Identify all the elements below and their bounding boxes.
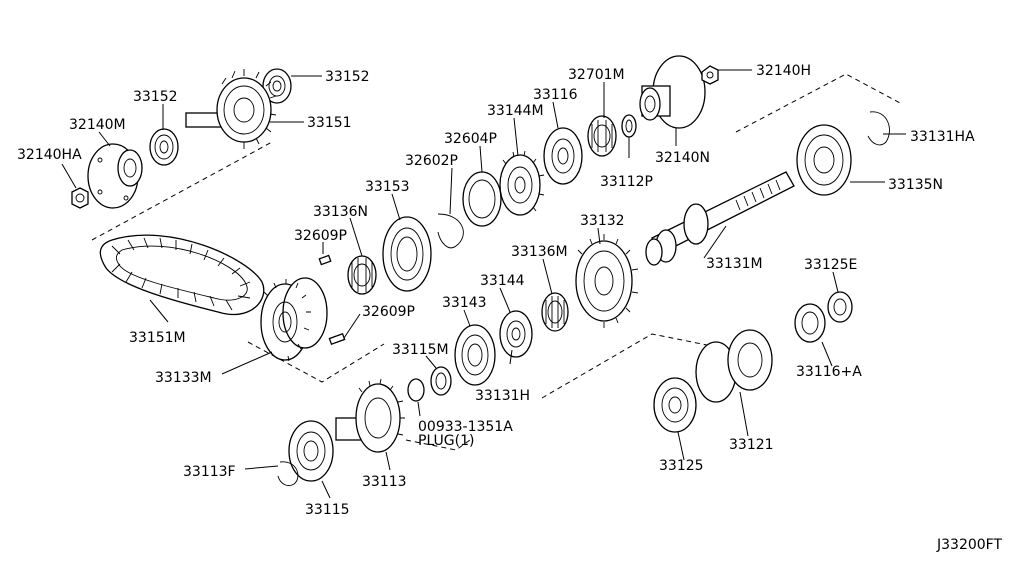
label-33152-left: 33152 [133, 89, 178, 105]
label-32609P-top: 32609P [294, 228, 347, 244]
key-32609P-top [318, 254, 332, 266]
label-33135N: 33135N [888, 177, 943, 193]
label-33144: 33144 [480, 273, 525, 289]
leader-lines [61, 69, 906, 499]
label-32602P: 32602P [405, 153, 458, 169]
label-32140N: 32140N [655, 150, 710, 166]
label-32140H: 32140H [756, 63, 811, 79]
synchro-ring-32604P [462, 171, 502, 227]
flange-32140N [639, 55, 706, 129]
key-32609P-bottom [328, 332, 346, 346]
label-32604P: 32604P [444, 131, 497, 147]
label-00933-1351A: 00933-1351A [418, 419, 513, 435]
diagram-code: J33200FT [936, 537, 1002, 553]
snap-ring-33131HA [867, 111, 890, 146]
gear-33132 [575, 234, 639, 328]
label-33151: 33151 [307, 115, 352, 131]
label-33131M: 33131M [706, 256, 763, 272]
sleeve-33143 [454, 324, 496, 386]
label-33113F: 33113F [183, 464, 236, 480]
label-33152-top: 33152 [325, 69, 370, 85]
nut-32140HA [71, 187, 89, 209]
label-32140M: 32140M [69, 117, 126, 133]
sleeve-33153 [382, 216, 432, 292]
boundary-right-shaft [735, 73, 903, 133]
label-32609P-bottom: 32609P [362, 304, 415, 320]
bearing-33115 [288, 420, 334, 482]
label-32701M: 32701M [568, 67, 625, 83]
label-33153: 33153 [365, 179, 410, 195]
washer-33125E [827, 291, 853, 323]
gear-33144M [499, 150, 545, 216]
needle-bearing-33136M [541, 292, 569, 332]
sprocket-33133M [260, 277, 328, 362]
snap-ring-32602P [437, 213, 464, 249]
label-33113: 33113 [362, 474, 407, 490]
label-33125E: 33125E [804, 257, 857, 273]
label-33132: 33132 [580, 213, 625, 229]
flange-32140M [87, 143, 143, 209]
boundary-upper-left [91, 141, 273, 241]
label-33131HA: 33131HA [910, 129, 975, 145]
input-gear-33113 [335, 378, 405, 453]
label-plug: PLUG(1) [418, 433, 474, 449]
bearing-33116A [794, 303, 826, 343]
bearing-33152-top [262, 68, 292, 104]
mainshaft-33131M [645, 171, 795, 266]
drive-chain-33151M [99, 234, 265, 316]
nut-32140H [701, 65, 719, 85]
label-33143: 33143 [442, 295, 487, 311]
label-33112P: 33112P [600, 174, 653, 190]
needle-bearing-33136N [347, 255, 377, 295]
label-33115M: 33115M [392, 342, 449, 358]
label-33133M: 33133M [155, 370, 212, 386]
label-32140HA: 32140HA [17, 147, 82, 163]
label-33121: 33121 [729, 437, 774, 453]
needle-bearing-33115M [430, 366, 452, 396]
plug-00933-1351A [407, 378, 425, 402]
bearing-33116 [543, 127, 583, 185]
label-33151M: 33151M [129, 330, 186, 346]
label-33125: 33125 [659, 458, 704, 474]
label-33131H: 33131H [475, 388, 530, 404]
label-33144M: 33144M [487, 103, 544, 119]
snap-ring-33113F [277, 461, 299, 487]
washer-33112P [621, 114, 637, 138]
label-33136M: 33136M [511, 244, 568, 260]
gear-shaft-33151 [185, 69, 277, 149]
bearing-32701M [587, 115, 617, 157]
counter-gear-33121 [695, 329, 773, 403]
part-labels: 33152 33152 33151 32140M 32140HA 32140H … [17, 63, 1002, 553]
bearing-33152-left [149, 128, 179, 166]
label-33136N: 33136N [313, 204, 368, 220]
label-33115: 33115 [305, 502, 350, 518]
label-33116: 33116 [533, 87, 578, 103]
bearing-33125 [653, 377, 697, 433]
bearing-33135N [796, 124, 852, 196]
boundary-lower [541, 333, 713, 399]
gear-33144 [499, 310, 533, 358]
label-33116A: 33116+A [796, 364, 862, 380]
